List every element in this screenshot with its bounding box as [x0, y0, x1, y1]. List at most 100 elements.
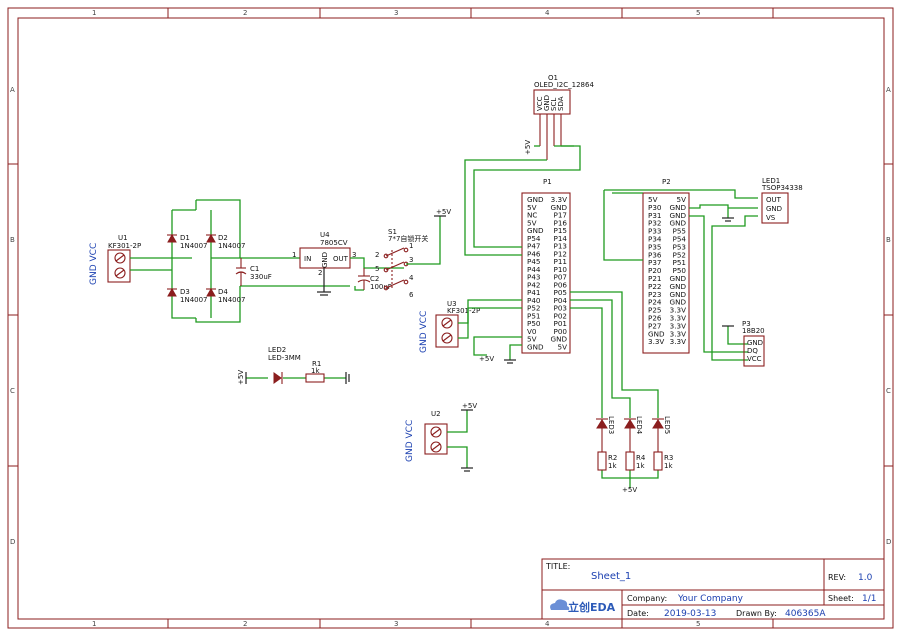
resistor-r3[interactable]: R3 1k — [653, 451, 673, 471]
r4-value: 1k — [636, 462, 645, 470]
s1-pin-2: 2 — [375, 251, 379, 259]
p2-left-pins: 5VP30P31P32P33P34P35P36P37P20P21P22P23P2… — [648, 195, 665, 346]
p2-left-pin-12: P23 — [648, 290, 661, 299]
p2-right-pin-17: 3.3V — [670, 329, 686, 338]
p2-left-pin-16: P27 — [648, 321, 661, 330]
zone-col-3: 3 — [394, 9, 398, 17]
d3-ref: D3 — [180, 288, 190, 296]
diode-d4[interactable]: D4 1N4007 — [206, 287, 246, 304]
led5[interactable]: LED5 — [652, 416, 671, 452]
p1-left-pin-8: P45 — [527, 257, 540, 266]
p2-left-pin-7: P36 — [648, 250, 662, 259]
c1-ref: C1 — [250, 265, 259, 273]
p1-right-pin-12: P05 — [554, 288, 567, 297]
sheet-label: Sheet: — [828, 594, 854, 603]
resistor-r2[interactable]: R2 1k — [597, 451, 617, 471]
p2-right-pin-9: P50 — [673, 266, 687, 275]
logo-text: 立创EDA — [568, 600, 616, 614]
zone-row-a-right: A — [886, 86, 891, 94]
p1-5v-label: +5V — [479, 355, 494, 363]
d2-ref: D2 — [218, 234, 228, 242]
wire-u4-out — [350, 257, 404, 269]
diode-d1[interactable]: D1 1N4007 — [167, 233, 208, 250]
p1-left-pin-1: 5V — [527, 203, 537, 212]
header-p2[interactable]: P2 5VP30P31P32P33P34P35P36P37P20P21P22P2… — [642, 178, 690, 354]
p1-right-pin-15: P02 — [554, 311, 567, 320]
resistor-r1[interactable]: R1 1k — [305, 360, 350, 384]
led1-pin-gnd: GND — [766, 205, 782, 213]
p2-right-pin-11: GND — [670, 282, 687, 291]
p2-left-pin-15: P26 — [648, 314, 662, 323]
u2-connector[interactable]: U2 GND VCC +5V — [405, 402, 477, 472]
r2-ref: R2 — [608, 454, 617, 462]
diode-d2[interactable]: D2 1N4007 — [206, 233, 246, 250]
c1-value: 330uF — [250, 273, 272, 281]
capacitor-c1[interactable]: C1 330uF — [235, 257, 350, 287]
led2-indicator[interactable]: LED2 LED-3MM +5V — [237, 346, 346, 385]
p2-left-pin-17: GND — [648, 329, 665, 338]
p3-ref: P3 — [742, 320, 751, 328]
p2-right-pin-3: GND — [670, 219, 687, 228]
p1-right-pin-10: P07 — [554, 273, 567, 282]
date-label: Date: — [627, 609, 649, 618]
sensor-p3[interactable]: P3 18B20 GND DQ VCC — [742, 320, 765, 367]
rev-value: 1.0 — [858, 573, 873, 583]
zone-col-2: 2 — [243, 9, 247, 17]
zone-col-1-bottom: 1 — [92, 620, 96, 628]
switch-s1[interactable]: S1 7*7自锁开关 1 2 3 5 4 6 — [375, 228, 428, 299]
p1-left-pin-15: P51 — [527, 311, 540, 320]
p1-left-pin-13: P40 — [527, 296, 541, 305]
led3-ref: LED3 — [607, 416, 615, 434]
title-block: TITLE: Sheet_1 REV: 1.0 Company: Your Co… — [541, 558, 885, 620]
p2-right-pin-5: P54 — [673, 235, 687, 244]
p1-right-pin-2: P17 — [554, 211, 567, 220]
led2-vcc-label: +5V — [237, 370, 245, 385]
zone-col-5: 5 — [696, 9, 700, 17]
resistor-r4[interactable]: R4 1k — [625, 451, 646, 471]
u1-connector[interactable]: U1 KF301-2P GND VCC — [89, 234, 141, 285]
p1-ref: P1 — [543, 178, 552, 186]
sheet-title: Sheet_1 — [591, 571, 631, 582]
s1-pin-1: 1 — [409, 242, 413, 250]
r1-value: 1k — [311, 367, 320, 375]
s1-pin-6: 6 — [409, 291, 414, 299]
p2-right-pin-6: P53 — [673, 242, 686, 251]
wire-s1-5v — [406, 216, 441, 265]
u4-pin-out: OUT — [333, 255, 349, 263]
p1-right-pin-16: P01 — [554, 319, 567, 328]
p1-left-pin-12: P41 — [527, 288, 540, 297]
u3-connector[interactable]: U3 KF301-2P GND VCC — [419, 300, 480, 353]
led3[interactable]: LED3 — [596, 416, 615, 452]
led-5v-label: +5V — [622, 486, 637, 494]
regulator-u4[interactable]: IN OUT GND 1 2 3 U4 7805CV — [292, 231, 356, 296]
u4-value: 7805CV — [320, 239, 348, 247]
p2-left-pin-9: P20 — [648, 266, 662, 275]
p1-left-pin-5: P54 — [527, 234, 541, 243]
zone-row-b-right: B — [886, 236, 891, 244]
diode-d3[interactable]: D3 1N4007 — [167, 287, 208, 304]
p1-left-pin-3: 5V — [527, 218, 537, 227]
p3-value: 18B20 — [742, 327, 765, 335]
led4[interactable]: LED4 — [624, 416, 643, 452]
p2-right-pin-4: P55 — [673, 227, 686, 236]
vcc-symbol-s1: +5V — [434, 208, 451, 217]
p2-right-pin-10: GND — [670, 274, 687, 283]
o1-pin-gnd: GND — [543, 95, 551, 111]
u4-ref: U4 — [320, 231, 330, 239]
p2-right-pin-1: GND — [670, 203, 687, 212]
header-p1[interactable]: P1 GND5VNC5VGNDP54P47P46P45P44P43P42P41P… — [521, 178, 571, 354]
zone-col-2-bottom: 2 — [243, 620, 247, 628]
p2-left-pin-10: P21 — [648, 274, 661, 283]
s1-pin-4: 4 — [409, 274, 414, 282]
p2-left-pin-13: P24 — [648, 298, 662, 307]
ir-receiver-led1[interactable]: LED1 TSOP34338 OUT GND VS — [761, 177, 803, 224]
r4-ref: R4 — [636, 454, 646, 462]
capacitor-c2[interactable]: C2 100uF — [354, 268, 392, 291]
led2-ref: LED2 — [268, 346, 286, 354]
u1-value: KF301-2P — [108, 242, 141, 250]
p2-left-pin-18: 3.3V — [648, 337, 664, 346]
oled-o1[interactable]: O1 OLED_I2C_12864 VCC GND SCL SDA +5V — [524, 74, 594, 160]
p2-left-pin-2: P31 — [648, 211, 661, 220]
p2-right-pin-18: 3.3V — [670, 337, 686, 346]
